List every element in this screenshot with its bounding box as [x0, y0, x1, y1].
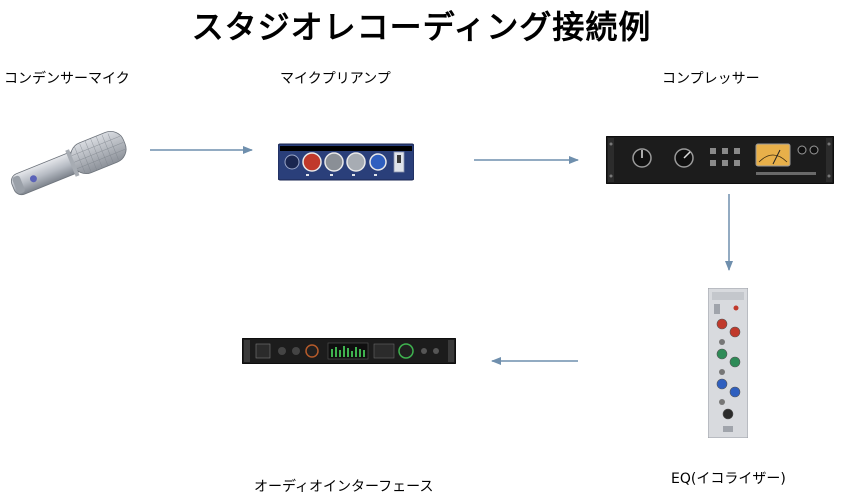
- label-mic-preamp: マイクプリアンプ: [280, 71, 391, 87]
- compressor-image: [606, 136, 834, 184]
- audio-interface-image: [242, 338, 456, 364]
- equalizer-image: [708, 288, 748, 438]
- condenser-mic-image: [10, 130, 127, 196]
- mic-preamp-image: [278, 143, 414, 181]
- label-equalizer: EQ(イコライザー): [671, 471, 786, 487]
- label-compressor: コンプレッサー: [662, 71, 760, 87]
- label-audio-interface: オーディオインターフェース: [254, 479, 434, 495]
- label-condenser-mic: コンデンサーマイク: [4, 71, 130, 87]
- diagram-title: スタジオレコーディング接続例: [191, 8, 652, 46]
